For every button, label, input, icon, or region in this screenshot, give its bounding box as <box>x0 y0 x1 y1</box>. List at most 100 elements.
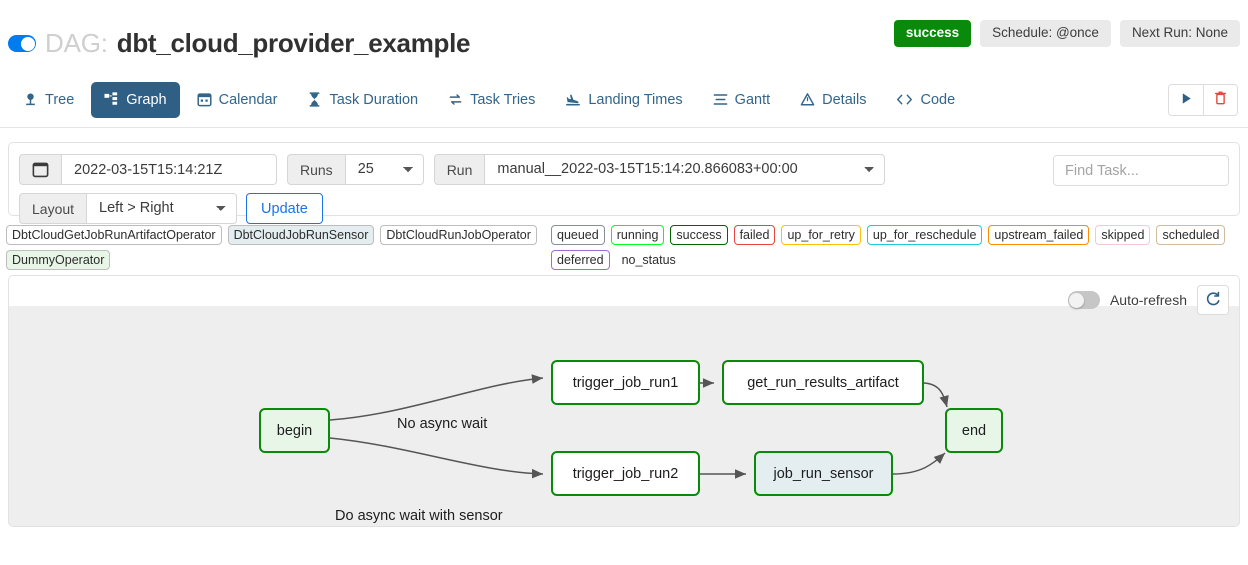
tab-label: Details <box>822 91 867 108</box>
auto-refresh-label: Auto-refresh <box>1109 292 1187 308</box>
page-header: DAG: dbt_cloud_provider_example success … <box>0 0 1248 72</box>
tab-calendar[interactable]: Calendar <box>184 82 291 118</box>
run-group: Run manual__2022-03-15T15:14:20.866083+0… <box>433 154 886 185</box>
legend-state-failed[interactable]: failed <box>733 225 776 245</box>
node-label: job_run_sensor <box>773 465 874 482</box>
node-label: trigger_job_run2 <box>572 465 679 482</box>
runs-select[interactable]: 25 <box>345 154 424 185</box>
legend-state-running[interactable]: running <box>610 225 665 245</box>
tab-tree[interactable]: Tree <box>10 82 87 118</box>
refresh-button[interactable] <box>1197 285 1229 315</box>
graph-canvas[interactable]: begin trigger_job_run1 get_run_results_a… <box>9 306 1239 526</box>
legend-state-up-for-reschedule[interactable]: up_for_reschedule <box>866 225 983 245</box>
legend-state-deferred[interactable]: deferred <box>551 250 610 270</box>
hourglass-icon <box>307 92 322 107</box>
base-date-input[interactable] <box>62 154 277 185</box>
tab-task-duration[interactable]: Task Duration <box>294 82 431 118</box>
tab-gantt[interactable]: Gantt <box>700 82 783 118</box>
refresh-icon <box>1205 291 1221 310</box>
node-label: begin <box>276 422 313 439</box>
legend-operator[interactable]: DbtCloudJobRunSensor <box>227 225 375 245</box>
edge-label-do-async-wait: Do async wait with sensor <box>335 508 503 524</box>
edge-artifact-end <box>923 382 949 408</box>
legend-state-scheduled[interactable]: scheduled <box>1156 225 1226 245</box>
node-label: end <box>961 422 987 439</box>
runs-group: Runs 25 <box>287 154 424 185</box>
header-badges: success Schedule: @once Next Run: None <box>893 20 1240 47</box>
landing-icon <box>565 92 581 107</box>
warning-icon <box>800 92 815 107</box>
tab-label: Task Duration <box>329 91 419 108</box>
runs-label: Runs <box>287 154 346 185</box>
trigger-dag-button[interactable] <box>1169 84 1203 115</box>
legend-state-skipped[interactable]: skipped <box>1095 225 1151 245</box>
graph-node-get-run-results-artifact[interactable]: get_run_results_artifact <box>722 360 924 405</box>
legend-state-queued[interactable]: queued <box>551 225 605 245</box>
dag-name: dbt_cloud_provider_example <box>116 28 471 58</box>
auto-refresh-toggle[interactable] <box>1067 291 1100 309</box>
graph-node-begin[interactable]: begin <box>259 408 330 453</box>
graph-node-job-run-sensor[interactable]: job_run_sensor <box>754 451 893 496</box>
tab-label: Task Tries <box>470 91 536 108</box>
tab-details[interactable]: Details <box>787 82 879 118</box>
trash-icon <box>1214 91 1227 108</box>
legend-state-no-status: no_status <box>621 253 676 267</box>
dag-label: DAG: <box>45 28 108 58</box>
layout-select[interactable]: Left > Right <box>87 193 238 224</box>
status-badge: success <box>893 20 972 47</box>
tab-task-tries[interactable]: Task Tries <box>435 82 548 118</box>
tab-graph[interactable]: Graph <box>91 81 180 118</box>
refresh-controls: Auto-refresh <box>1067 285 1229 315</box>
dag-action-buttons <box>1168 83 1238 116</box>
run-label: Run <box>433 154 486 185</box>
legend-operator[interactable]: DbtCloudGetJobRunArtifactOperator <box>6 225 222 245</box>
tab-label: Landing Times <box>588 91 683 108</box>
layout-group: Layout Left > Right <box>19 193 238 224</box>
legend-operator[interactable]: DummyOperator <box>6 250 111 270</box>
dag-title: DAG: dbt_cloud_provider_example <box>8 28 470 59</box>
state-legend: queued running success failed up_for_ret… <box>551 225 1231 270</box>
legend-state-success[interactable]: success <box>670 225 728 245</box>
dag-paused-toggle[interactable] <box>8 35 36 52</box>
tab-label: Tree <box>45 91 75 108</box>
tab-code[interactable]: Code <box>883 82 968 118</box>
update-button[interactable]: Update <box>246 193 323 224</box>
node-label: trigger_job_run1 <box>572 374 679 391</box>
delete-dag-button[interactable] <box>1203 84 1237 115</box>
schedule-badge[interactable]: Schedule: @once <box>980 20 1111 47</box>
search-input[interactable] <box>1053 155 1229 186</box>
legend-operator[interactable]: DbtCloudRunJobOperator <box>380 225 537 245</box>
calendar-icon <box>197 92 212 107</box>
code-icon <box>896 92 913 107</box>
calendar-icon[interactable] <box>19 154 62 185</box>
graph-node-end[interactable]: end <box>945 408 1003 453</box>
play-icon <box>1180 92 1193 108</box>
graph-legend: DbtCloudGetJobRunArtifactOperator DbtClo… <box>6 225 1242 270</box>
edge-label-no-async-wait: No async wait <box>397 416 488 432</box>
graph-icon <box>104 92 119 107</box>
graph-edges <box>329 374 949 479</box>
legend-state-up-for-retry[interactable]: up_for_retry <box>781 225 861 245</box>
edge-begin-trigger1 <box>329 374 544 421</box>
operator-legend: DbtCloudGetJobRunArtifactOperator DbtClo… <box>6 225 543 270</box>
base-date-group <box>19 154 277 185</box>
tree-icon <box>23 92 38 107</box>
tab-label: Graph <box>126 91 167 108</box>
graph-node-trigger-job-run1[interactable]: trigger_job_run1 <box>551 360 700 405</box>
next-run-badge[interactable]: Next Run: None <box>1119 20 1240 47</box>
tab-label: Calendar <box>218 91 278 108</box>
dag-controls-bar: Runs 25 Run manual__2022-03-15T15:14:20.… <box>8 142 1240 224</box>
layout-label: Layout <box>19 193 88 224</box>
graph-panel: Auto-refresh begin <box>8 275 1240 527</box>
graph-node-trigger-job-run2[interactable]: trigger_job_run2 <box>551 451 700 496</box>
retry-icon <box>448 92 463 107</box>
edge-sensor-end <box>892 452 946 475</box>
tab-label: Gantt <box>734 91 771 108</box>
tab-landing-times[interactable]: Landing Times <box>552 82 695 118</box>
node-label: get_run_results_artifact <box>747 374 899 391</box>
gantt-icon <box>713 92 728 107</box>
dag-nav-tabs: Tree Graph Calendar Task Duration Task T… <box>0 72 1248 128</box>
legend-state-upstream-failed[interactable]: upstream_failed <box>988 225 1090 245</box>
edge-begin-trigger2 <box>329 437 544 479</box>
run-select[interactable]: manual__2022-03-15T15:14:20.866083+00:00 <box>485 154 886 185</box>
